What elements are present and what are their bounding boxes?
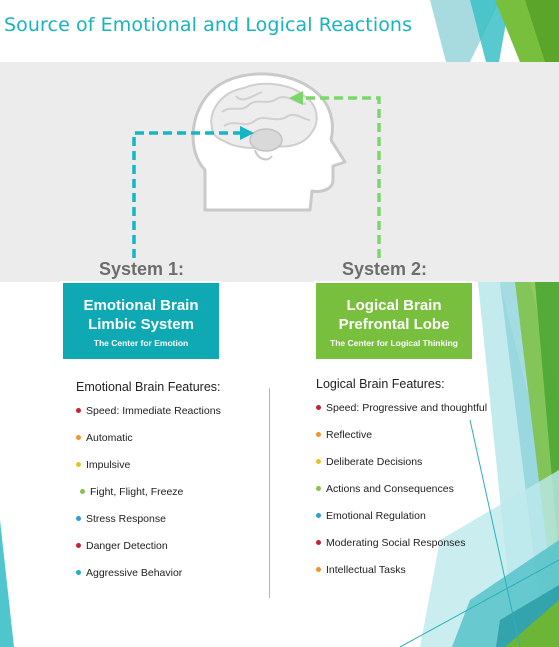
bullet-dot-icon	[316, 486, 321, 491]
logical-brain-box: Logical Brain Prefrontal Lobe The Center…	[314, 281, 474, 361]
logical-brain-title: Logical Brain	[346, 297, 442, 314]
feature-text: Automatic	[86, 432, 133, 444]
list-item: Aggressive Behavior	[76, 566, 221, 593]
feature-text: Intellectual Tasks	[326, 564, 406, 576]
list-item: Actions and Consequences	[316, 482, 487, 509]
page-title: Source of Emotional and Logical Reaction…	[4, 14, 413, 36]
bullet-dot-icon	[316, 432, 321, 437]
feature-text: Stress Response	[86, 513, 166, 525]
list-item: Reflective	[316, 428, 487, 455]
system1-label: System 1:	[99, 259, 185, 279]
bullet-dot-icon	[80, 489, 85, 494]
feature-text: Deliberate Decisions	[326, 456, 423, 468]
bullet-dot-icon	[76, 408, 81, 413]
bullet-dot-icon	[76, 516, 81, 521]
list-item: Speed: Immediate Reactions	[76, 404, 221, 431]
bullet-dot-icon	[76, 543, 81, 548]
logical-features-heading: Logical Brain Features:	[316, 377, 445, 391]
feature-text: Actions and Consequences	[326, 483, 454, 495]
prefrontal-lobe-title: Prefrontal Lobe	[338, 316, 450, 333]
bullet-dot-icon	[316, 513, 321, 518]
list-item: Danger Detection	[76, 539, 221, 566]
bullet-dot-icon	[316, 459, 321, 464]
column-divider	[269, 388, 270, 598]
feature-text: Fight, Flight, Freeze	[90, 486, 184, 498]
emotional-brain-box: Emotional Brain Limbic System The Center…	[61, 281, 221, 361]
feature-text: Speed: Immediate Reactions	[86, 405, 221, 417]
logic-center-caption: The Center for Logical Thinking	[330, 338, 458, 348]
bullet-dot-icon	[316, 405, 321, 410]
head-with-brain-icon	[132, 72, 381, 258]
list-item: Intellectual Tasks	[316, 563, 487, 590]
emotional-features-heading: Emotional Brain Features:	[76, 380, 221, 394]
list-item: Deliberate Decisions	[316, 455, 487, 482]
feature-text: Moderating Social Responses	[326, 537, 466, 549]
list-item: Stress Response	[76, 512, 221, 539]
emotion-center-caption: The Center for Emotion	[93, 338, 189, 348]
feature-text: Danger Detection	[86, 540, 168, 552]
bullet-dot-icon	[76, 570, 81, 575]
feature-text: Speed: Progressive and thoughtful	[326, 402, 488, 414]
bullet-dot-icon	[316, 567, 321, 572]
bullet-dot-icon	[316, 540, 321, 545]
feature-text: Reflective	[326, 429, 373, 441]
emotional-brain-title: Emotional Brain	[83, 297, 199, 314]
list-item: Automatic	[76, 431, 221, 458]
bullet-dot-icon	[76, 435, 81, 440]
bullet-dot-icon	[76, 462, 81, 467]
list-item: Impulsive	[76, 458, 221, 485]
feature-text: Aggressive Behavior	[86, 567, 183, 579]
feature-text: Emotional Regulation	[326, 510, 426, 522]
list-item: Emotional Regulation	[316, 509, 487, 536]
list-item: Fight, Flight, Freeze	[76, 485, 221, 512]
emotional-features-list: Speed: Immediate Reactions Automatic Imp…	[76, 404, 221, 593]
list-item: Speed: Progressive and thoughtful	[316, 401, 487, 428]
feature-text: Impulsive	[86, 459, 131, 471]
limbic-system-title: Limbic System	[88, 316, 194, 333]
list-item: Moderating Social Responses	[316, 536, 487, 563]
system2-label: System 2:	[342, 259, 428, 279]
logical-features-list: Speed: Progressive and thoughtful Reflec…	[316, 401, 487, 590]
